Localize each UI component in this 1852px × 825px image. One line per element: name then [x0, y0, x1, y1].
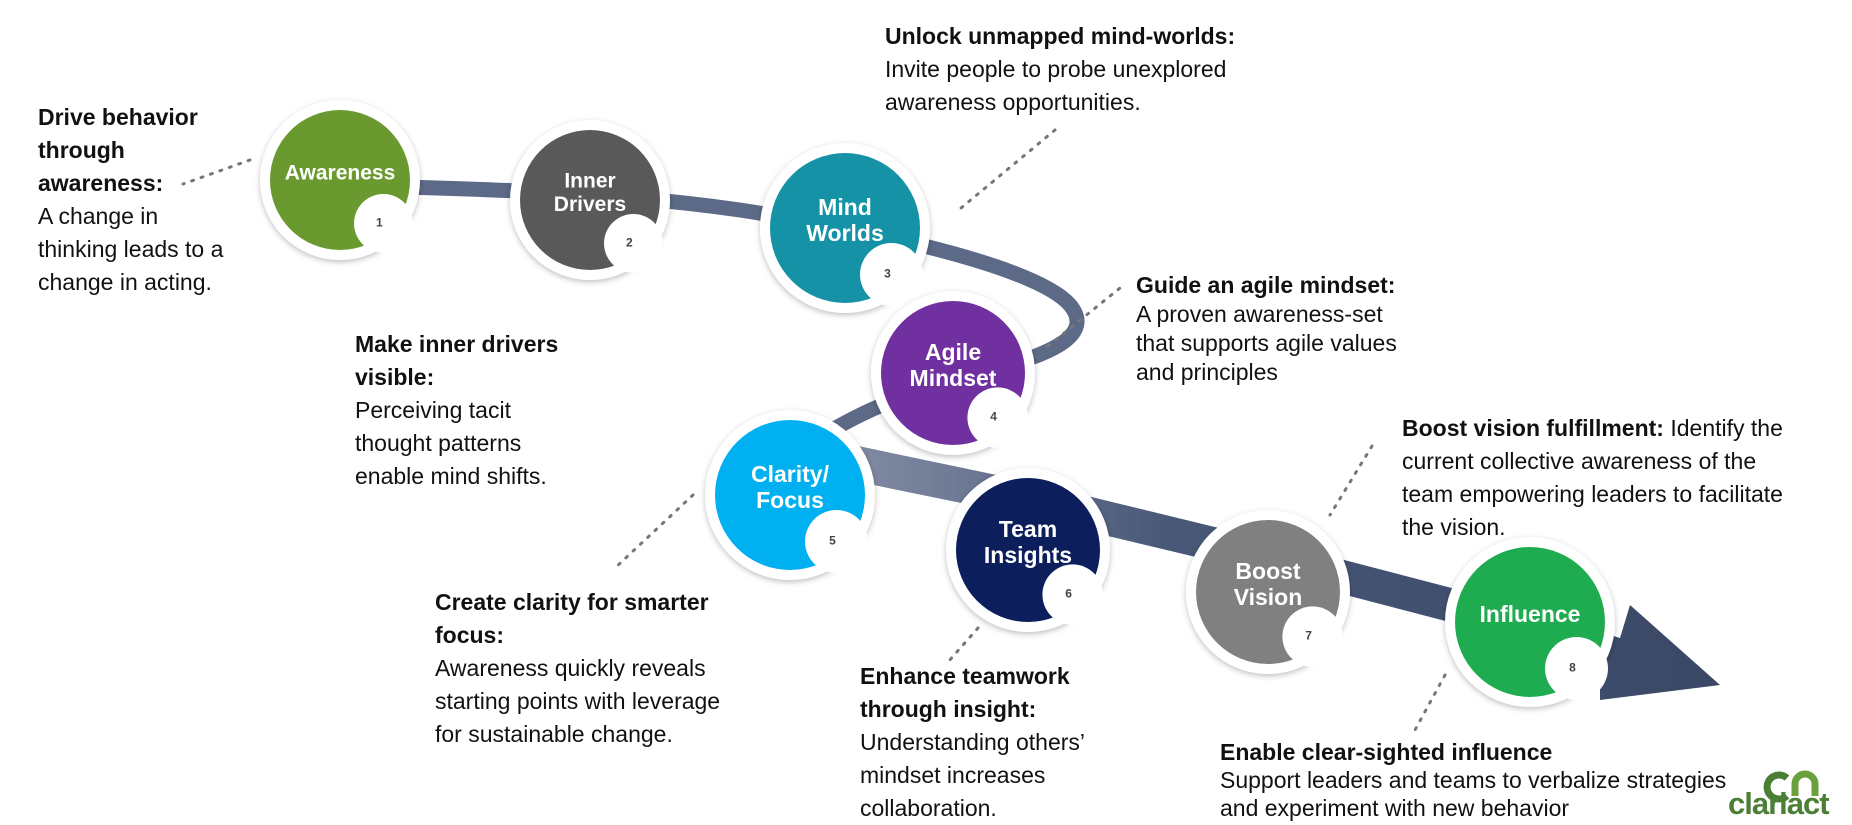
step-inner-drivers-label-1: Inner — [564, 170, 615, 193]
desc-mind-worlds-body-1: Invite people to probe unexplored — [885, 56, 1227, 82]
desc-team-insights-body-2: mindset increases — [860, 762, 1046, 788]
desc-team-insights-body-3: collaboration. — [860, 795, 997, 821]
step-team-insights-label-2: Insights — [984, 542, 1072, 568]
desc-team-insights-title-2: through insight: — [860, 696, 1037, 722]
desc-influence-body-1: Support leaders and teams to verbalize s… — [1220, 767, 1727, 793]
desc-team-insights-body-1: Understanding others’ — [860, 729, 1086, 755]
desc-agile-mindset-body-3: and principles — [1136, 359, 1278, 385]
desc-boost-vision-body-first: Identify the — [1663, 415, 1783, 441]
desc-clarity-focus: Create clarity for smarter focus: Awaren… — [435, 586, 775, 751]
desc-boost-vision-body-3: the vision. — [1402, 514, 1506, 540]
clariact-logo-text: clariact — [1728, 786, 1830, 821]
desc-clarity-focus-title-1: Create clarity for smarter — [435, 589, 709, 615]
step-team-insights-badge — [1042, 564, 1103, 625]
step-awareness-badge — [354, 194, 413, 253]
desc-clarity-focus-body-2: starting points with leverage — [435, 688, 721, 714]
step-mind-worlds-label-1: Mind — [818, 194, 872, 220]
step-team-insights-number: 6 — [1065, 587, 1072, 601]
desc-awareness-body-3: change in acting. — [38, 269, 212, 295]
step-influence-label-1: Influence — [1480, 601, 1581, 627]
desc-inner-drivers-title-2: visible: — [355, 364, 435, 390]
step-boost-vision-label-2: Vision — [1234, 584, 1303, 610]
desc-clarity-focus-title-2: focus: — [435, 622, 504, 648]
desc-clarity-focus-body-1: Awareness quickly reveals — [435, 655, 706, 681]
step-inner-drivers-label-2: Drivers — [554, 193, 626, 216]
desc-inner-drivers-body-2: thought patterns — [355, 430, 522, 456]
step-clarity-focus-badge — [805, 510, 868, 573]
step-awareness-label-1: Awareness — [285, 161, 396, 184]
desc-inner-drivers: Make inner drivers visible: Perceiving t… — [355, 328, 615, 493]
step-inner-drivers-number: 2 — [626, 235, 633, 249]
step-agile-mindset-number: 4 — [990, 410, 997, 424]
step-mind-worlds-label-2: Worlds — [806, 220, 884, 246]
step-clarity-focus: 5 Clarity/Focus — [705, 410, 875, 580]
desc-agile-mindset-body-1: A proven awareness-set — [1136, 301, 1383, 327]
desc-boost-vision: Boost vision fulfillment: Identify the c… — [1402, 412, 1842, 544]
desc-team-insights: Enhance teamwork through insight: Unders… — [860, 660, 1160, 825]
desc-boost-vision-body-1: current collective awareness of the — [1402, 448, 1757, 474]
step-agile-mindset-label-1: Agile — [925, 339, 981, 365]
desc-mind-worlds: Unlock unmapped mind-worlds: Invite peop… — [885, 20, 1305, 119]
step-influence-badge — [1545, 637, 1608, 700]
desc-mind-worlds-body-2: awareness opportunities. — [885, 89, 1141, 115]
desc-awareness: Drive behavior through awareness: A chan… — [38, 101, 268, 299]
desc-awareness-title-1: Drive behavior — [38, 104, 198, 130]
step-influence: 8 Influence — [1445, 537, 1615, 707]
step-awareness: 1 Awareness — [260, 100, 420, 260]
desc-awareness-body-2: thinking leads to a — [38, 236, 224, 262]
step-agile-mindset-badge — [967, 387, 1028, 448]
step-boost-vision-label-1: Boost — [1235, 558, 1301, 584]
leader-lines — [181, 128, 1447, 732]
step-boost-vision-badge — [1282, 606, 1343, 667]
desc-influence-title-1: Enable clear-sighted influence — [1220, 739, 1553, 765]
desc-awareness-body-1: A change in — [38, 203, 159, 229]
clariact-logo-icon — [1763, 770, 1819, 803]
desc-mind-worlds-title-1: Unlock unmapped mind-worlds: — [885, 23, 1236, 49]
step-boost-vision-number: 7 — [1305, 629, 1312, 643]
step-clarity-focus-label-1: Clarity/ — [751, 461, 830, 487]
desc-agile-mindset: Guide an agile mindset: A proven awarene… — [1136, 271, 1456, 387]
desc-boost-vision-body-2: team empowering leaders to facilitate — [1402, 481, 1783, 507]
step-influence-number: 8 — [1569, 661, 1576, 675]
desc-inner-drivers-body-3: enable mind shifts. — [355, 463, 547, 489]
desc-awareness-title-2: through — [38, 137, 125, 163]
step-mind-worlds-number: 3 — [884, 267, 891, 281]
desc-awareness-title-3: awareness: — [38, 170, 164, 196]
desc-influence-body-2: and experiment with new behavior — [1220, 795, 1570, 821]
desc-inner-drivers-body-1: Perceiving tacit — [355, 397, 511, 423]
desc-clarity-focus-body-3: for sustainable change. — [435, 721, 673, 747]
desc-agile-mindset-title-1: Guide an agile mindset: — [1136, 272, 1396, 298]
step-mind-worlds-badge — [860, 243, 923, 306]
step-clarity-focus-label-2: Focus — [756, 487, 824, 513]
step-awareness-number: 1 — [376, 215, 383, 229]
desc-boost-vision-line-1: Boost vision fulfillment: Identify the — [1402, 412, 1842, 445]
step-agile-mindset-label-2: Mindset — [910, 365, 997, 391]
step-team-insights-label-1: Team — [999, 516, 1057, 542]
desc-boost-vision-title: Boost vision fulfillment: — [1402, 415, 1664, 441]
desc-inner-drivers-title-1: Make inner drivers — [355, 331, 559, 357]
step-clarity-focus-number: 5 — [829, 534, 836, 548]
step-inner-drivers-badge — [604, 214, 663, 273]
desc-influence: Enable clear-sighted influence Support l… — [1220, 738, 1780, 822]
desc-team-insights-title-1: Enhance teamwork — [860, 663, 1070, 689]
desc-agile-mindset-body-2: that supports agile values — [1136, 330, 1397, 356]
